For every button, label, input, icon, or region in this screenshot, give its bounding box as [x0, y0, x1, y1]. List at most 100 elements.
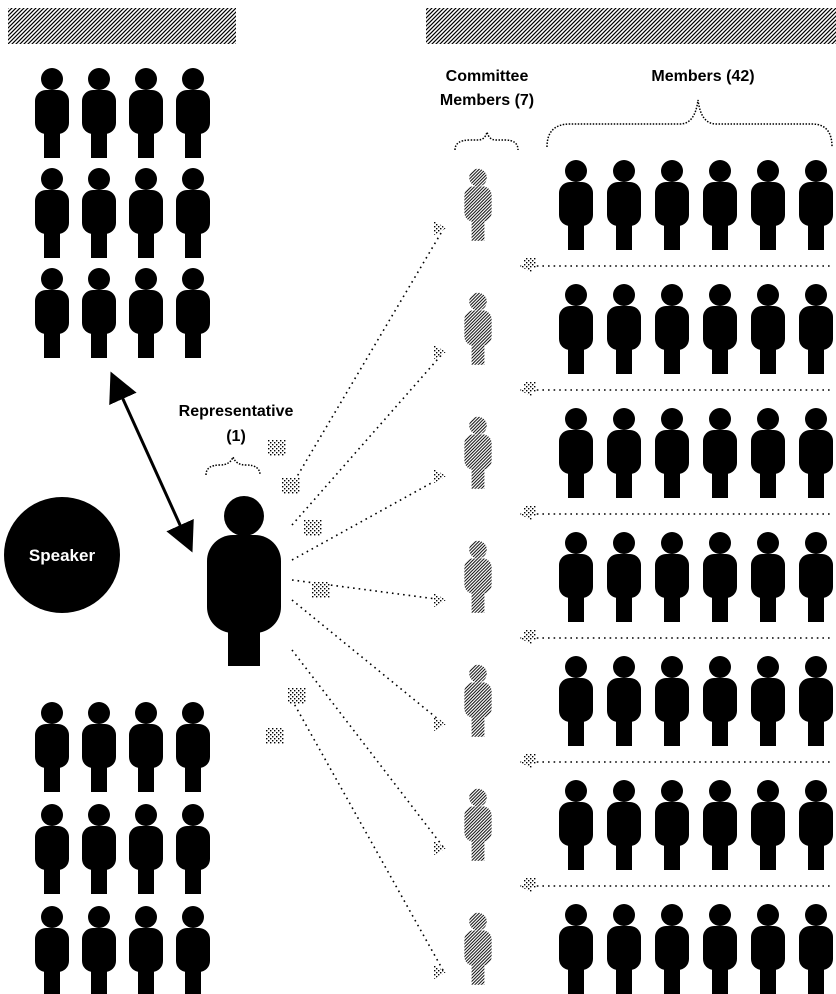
person-icon — [799, 532, 833, 622]
person-icon — [655, 408, 689, 498]
representative-brace-icon — [205, 454, 261, 476]
person-icon — [129, 168, 163, 258]
dotted-arrowhead-icon — [434, 469, 446, 483]
representative-label-line2: (1) — [226, 428, 246, 445]
dotted-mark — [524, 382, 536, 392]
person-icon — [799, 408, 833, 498]
person-icon — [129, 268, 163, 358]
person-icon — [176, 804, 210, 894]
person-icon — [703, 160, 737, 250]
dotted-mark — [304, 520, 322, 536]
hatched-person-icon — [464, 540, 492, 613]
committee-label-line1: Committee — [446, 68, 529, 85]
person-icon — [129, 804, 163, 894]
person-icon — [129, 906, 163, 994]
right-header-bar — [426, 8, 836, 44]
person-icon — [35, 168, 69, 258]
person-icon — [607, 780, 641, 870]
person-icon — [559, 532, 593, 622]
speaker-label: Speaker — [29, 546, 96, 565]
person-icon — [82, 702, 116, 792]
person-icon — [751, 904, 785, 994]
dotted-connectors — [266, 221, 830, 979]
person-icon — [703, 904, 737, 994]
person-icon — [607, 656, 641, 746]
person-icon — [129, 702, 163, 792]
dotted-mark — [288, 688, 306, 704]
committee-label-line2: Members (7) — [440, 92, 534, 109]
speaker-circle — [4, 497, 120, 613]
person-icon — [559, 160, 593, 250]
person-icon — [703, 532, 737, 622]
person-icon — [607, 532, 641, 622]
person-icon — [703, 780, 737, 870]
person-icon — [559, 904, 593, 994]
dotted-arrow-icon — [291, 351, 445, 526]
dotted-arrow-icon — [291, 475, 445, 561]
hatched-person-icon — [464, 912, 492, 985]
person-icon — [82, 906, 116, 994]
person-icon — [176, 168, 210, 258]
dotted-mark — [282, 478, 300, 494]
person-icon — [799, 904, 833, 994]
person-icon — [607, 160, 641, 250]
person-icon — [35, 702, 69, 792]
person-icon — [559, 780, 593, 870]
person-icon — [655, 160, 689, 250]
committee-group — [464, 168, 492, 985]
person-icon — [751, 160, 785, 250]
dotted-arrowhead-icon — [434, 345, 446, 359]
representative-figure — [207, 496, 281, 666]
left-bottom-group — [35, 702, 210, 994]
person-icon — [607, 408, 641, 498]
person-icon — [559, 408, 593, 498]
hatched-person-icon — [464, 292, 492, 365]
dotted-arrowhead-icon — [434, 717, 446, 731]
dotted-mark — [268, 440, 286, 456]
dotted-mark — [524, 258, 536, 268]
person-icon — [751, 284, 785, 374]
person-icon — [35, 268, 69, 358]
person-icon — [607, 904, 641, 994]
person-icon — [655, 532, 689, 622]
person-icon — [607, 284, 641, 374]
dotted-arrowhead-icon — [434, 841, 446, 855]
person-icon — [82, 804, 116, 894]
members-brace-icon — [546, 99, 833, 148]
hatched-person-icon — [464, 416, 492, 489]
person-icon — [82, 68, 116, 158]
person-icon — [751, 408, 785, 498]
dotted-arrow-icon — [291, 227, 445, 486]
hatched-person-icon — [464, 168, 492, 241]
left-top-group — [35, 68, 210, 358]
dotted-arrow-icon — [291, 599, 445, 725]
person-icon — [176, 702, 210, 792]
dotted-mark — [524, 754, 536, 764]
left-header-bar — [8, 8, 236, 44]
dotted-arrow-icon — [291, 649, 445, 849]
person-icon — [35, 906, 69, 994]
person-icon — [799, 780, 833, 870]
person-icon — [559, 284, 593, 374]
person-icon — [799, 284, 833, 374]
person-icon — [703, 408, 737, 498]
person-icon — [129, 68, 163, 158]
person-icon — [176, 906, 210, 994]
person-icon — [655, 904, 689, 994]
person-icon — [655, 780, 689, 870]
hatched-person-icon — [464, 664, 492, 737]
dotted-mark — [524, 630, 536, 640]
person-icon — [703, 656, 737, 746]
person-icon — [655, 656, 689, 746]
committee-brace-icon — [454, 131, 519, 151]
person-icon — [35, 68, 69, 158]
dotted-arrowhead-icon — [434, 221, 446, 235]
dotted-mark — [524, 506, 536, 516]
person-icon — [559, 656, 593, 746]
person-icon — [82, 268, 116, 358]
dotted-mark — [266, 728, 284, 744]
members-group — [559, 160, 833, 994]
person-icon — [703, 284, 737, 374]
person-icon — [82, 168, 116, 258]
